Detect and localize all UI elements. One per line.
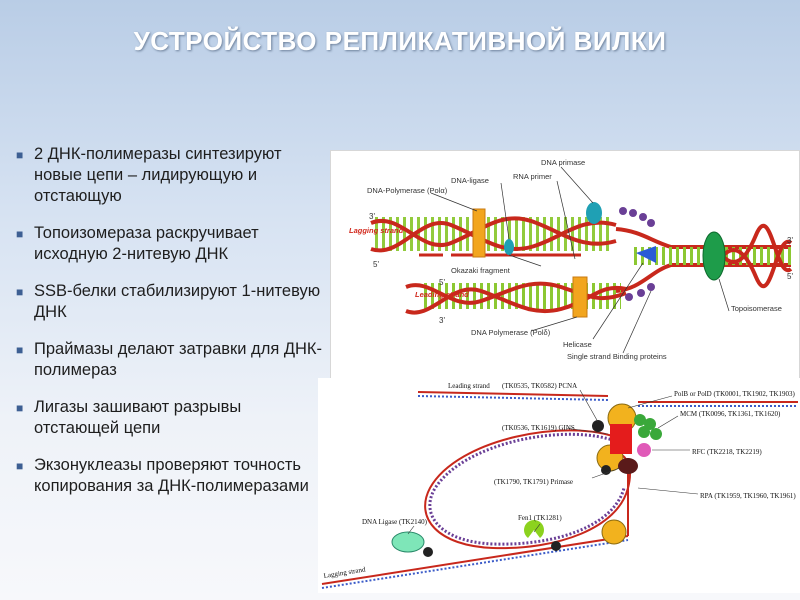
lagging-helix — [370, 216, 617, 257]
replisome-svg: Leading strand (TK0535, TK0582) PCNA Pol… — [321, 382, 798, 589]
label-rna-primer: RNA primer — [513, 172, 552, 181]
replication-fork-svg: DNA primase DNA-ligase RNA primer DNA-Po… — [349, 158, 793, 361]
label-dna-ligase-bottom: DNA Ligase (TK2140) — [362, 518, 428, 526]
label-3prime-right: 3' — [787, 236, 793, 245]
rfc-shape — [637, 443, 651, 457]
bullet-marker-icon: ■ — [16, 401, 24, 415]
label-okazaki: Okazaki fragment — [451, 266, 511, 275]
bullet-marker-icon: ■ — [16, 285, 24, 299]
label-fen1: Fen1 (TK1281) — [518, 514, 562, 522]
bullet-item: ■ 2 ДНК-полимеразы синтезируют новые цепи… — [14, 144, 326, 207]
slide-title: УСТРОЙСТВО РЕПЛИКАТИВНОЙ ВИЛКИ — [133, 26, 667, 56]
bullet-list: ■ 2 ДНК-полимеразы синтезируют новые цепи… — [14, 144, 326, 513]
pcna-ring — [592, 420, 604, 432]
label-dna-ligase: DNA-ligase — [451, 176, 489, 185]
label-5prime-right: 5' — [787, 272, 793, 281]
topoisomerase-shape — [702, 231, 726, 281]
fen1-shape — [524, 520, 544, 538]
bullet-item: ■ Лигазы зашивают разрывы отстающей цепи — [14, 397, 326, 439]
lagging-loop-inner — [428, 432, 626, 546]
label-pcna: (TK0535, TK0582) PCNA — [502, 382, 577, 390]
primase-shape — [586, 202, 602, 224]
label-dna-primase: DNA primase — [541, 158, 585, 167]
label-rfc: RFC (TK2218, TK2219) — [692, 448, 762, 456]
label-helicase: Helicase — [563, 340, 592, 349]
bullet-text: Экзонуклеазы проверяют точность копирова… — [34, 456, 309, 495]
ligase-ring — [423, 547, 433, 557]
label-3prime: 3' — [369, 212, 375, 221]
bullet-item: ■ Экзонуклеазы проверяют точность копиров… — [14, 455, 326, 497]
label-polb-pold: PolB or PolD (TK0001, TK1902, TK1903) — [674, 390, 796, 398]
label-5prime: 5' — [373, 260, 379, 269]
bullet-marker-icon: ■ — [16, 459, 24, 473]
mcm-shape — [634, 414, 662, 440]
label-leaders — [430, 166, 730, 354]
polymerase-delta-shape — [572, 276, 588, 318]
replication-fork-diagram: DNA primase DNA-ligase RNA primer DNA-Po… — [330, 150, 800, 380]
label-rpa: RPA (TK1959, TK1960, TK1961) — [700, 492, 796, 500]
leading-strand-line — [417, 391, 798, 407]
label-leading-strand: Leading strand — [415, 290, 469, 299]
bullet-text: Лигазы зашивают разрывы отстающей цепи — [34, 398, 242, 437]
replisome-leaders — [407, 389, 699, 535]
label-polymerase-delta: DNA Polymerase (Polδ) — [471, 328, 551, 337]
fen1-ring — [551, 541, 561, 551]
fen1-polymerase-shape — [601, 519, 627, 545]
bullet-marker-icon: ■ — [16, 343, 24, 357]
helicase-shape — [636, 246, 656, 263]
bullet-marker-icon: ■ — [16, 227, 24, 241]
bullet-text: 2 ДНК-полимеразы синтезируют новые цепи … — [34, 145, 282, 205]
label-leading-strand-bottom: Leading strand — [448, 382, 490, 390]
gins-shape — [610, 424, 632, 454]
label-topoisomerase: Topoisomerase — [731, 304, 782, 313]
leading-helix — [405, 281, 627, 315]
bullet-text: Топоизомераза раскручивает исходную 2-ни… — [34, 224, 259, 263]
primase-shape — [618, 458, 638, 474]
bullet-marker-icon: ■ — [16, 148, 24, 162]
label-lagging-strand: Lagging strand — [349, 226, 404, 235]
label-3prime-lower: 3' — [439, 316, 445, 325]
label-polymerase-alpha: DNA-Polymerase (Polα) — [367, 186, 448, 195]
label-ssb: Single strand Binding proteins — [567, 352, 667, 361]
ligase-shape — [504, 239, 514, 255]
label-primase: (TK1790, TK1791) Primase — [494, 478, 573, 486]
label-5prime-lower: 5' — [439, 278, 445, 287]
replisome-diagram: Leading strand (TK0535, TK0582) PCNA Pol… — [318, 378, 800, 593]
ssb-proteins — [619, 207, 655, 301]
polymerase-alpha-shape — [472, 208, 486, 258]
label-gins: (TK0536, TK1619) GINS — [502, 424, 575, 432]
pcna-ring-2 — [601, 465, 611, 475]
bullet-item: ■ Праймазы делают затравки для ДНК-полиме… — [14, 339, 326, 381]
bullet-text: Праймазы делают затравки для ДНК-полимер… — [34, 340, 323, 379]
bullet-text: SSB-белки стабилизируют 1-нитевую ДНК — [34, 282, 321, 321]
bullet-item: ■ SSB-белки стабилизируют 1-нитевую ДНК — [14, 281, 326, 323]
label-mcm: MCM (TK0096, TK1361, TK1620) — [680, 410, 781, 418]
dna-ligase-shape — [391, 531, 425, 553]
bullet-item: ■ Топоизомераза раскручивает исходную 2-н… — [14, 223, 326, 265]
